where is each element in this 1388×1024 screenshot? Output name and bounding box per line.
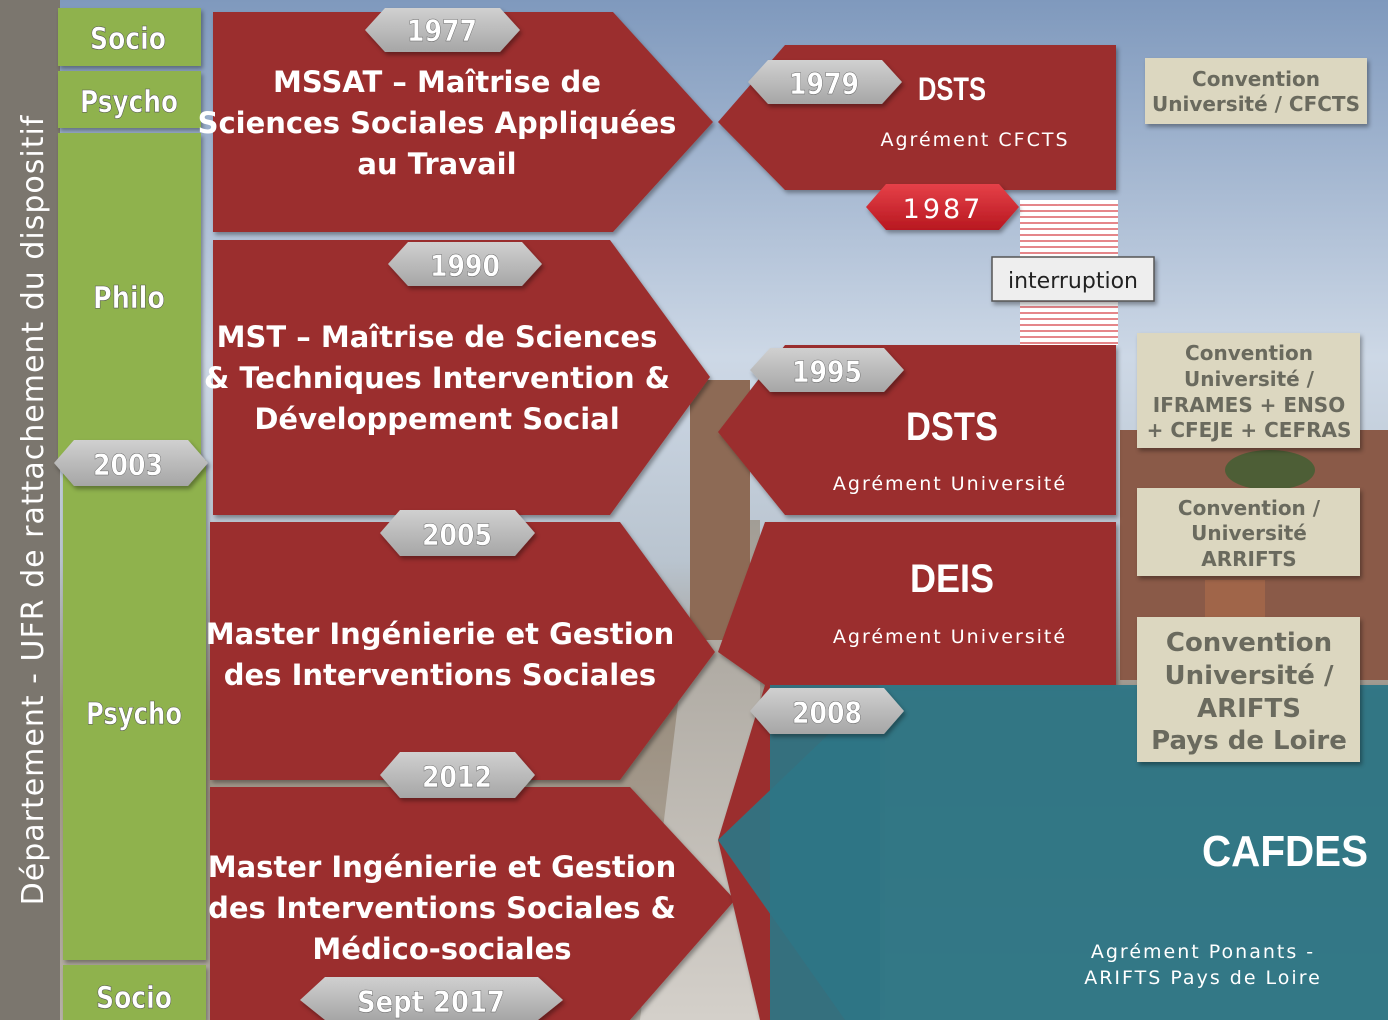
dsts1-agrement: Agrément CFCTS bbox=[881, 129, 1070, 151]
convention-arifts-pdl bbox=[1137, 617, 1360, 762]
dsts2-agrement: Agrément Université bbox=[833, 473, 1067, 495]
block-mst bbox=[213, 240, 710, 515]
department-column bbox=[58, 8, 206, 1020]
dept-socio-top-label: Socio bbox=[90, 22, 166, 57]
interruption-box bbox=[991, 256, 1155, 302]
block-deis bbox=[718, 522, 1116, 685]
mssat-line-1: MSSAT – Maîtrise de bbox=[273, 65, 601, 99]
conv3-line-3: ARRIFTS bbox=[1201, 547, 1296, 571]
block-migis bbox=[210, 522, 715, 780]
tag-1979 bbox=[748, 60, 902, 104]
cafdes-agrement-2: ARIFTS Pays de Loire bbox=[1084, 967, 1322, 989]
block-mssat bbox=[213, 12, 713, 232]
tag-1995 bbox=[750, 348, 904, 392]
migisms-line-3: Médico-sociales bbox=[312, 932, 571, 966]
year-1990: 1990 bbox=[430, 249, 500, 283]
year-2008: 2008 bbox=[792, 696, 862, 730]
conv4-line-4: Pays de Loire bbox=[1151, 726, 1347, 756]
tag-1987 bbox=[866, 184, 1019, 230]
deis-name: DEIS bbox=[910, 557, 994, 601]
year-1995: 1995 bbox=[792, 355, 862, 389]
dept-philo bbox=[58, 133, 201, 460]
deis-agrement: Agrément Université bbox=[833, 626, 1067, 648]
dept-philo-label: Philo bbox=[93, 281, 165, 316]
dsts1-name: DSTS bbox=[918, 71, 986, 107]
conv2-line-2: Université / bbox=[1184, 367, 1315, 391]
side-title: Département - UFR de rattachement du dis… bbox=[16, 114, 51, 905]
dsts2-name: DSTS bbox=[906, 405, 998, 449]
year-1977: 1977 bbox=[407, 14, 477, 48]
year-2005: 2005 bbox=[422, 518, 492, 552]
convention-iframes bbox=[1137, 333, 1360, 448]
mst-line-3: Développement Social bbox=[254, 402, 619, 436]
year-2017: Sept 2017 bbox=[357, 985, 505, 1019]
mst-line-2: & Techniques Intervention & bbox=[204, 361, 670, 395]
migis-line-1: Master Ingénierie et Gestion bbox=[206, 617, 674, 651]
migis-line-2: des Interventions Sociales bbox=[224, 658, 656, 692]
mssat-line-3: au Travail bbox=[357, 147, 516, 181]
year-1987: 1987 bbox=[903, 194, 984, 225]
mssat-line-2: Sciences Sociales Appliquées bbox=[198, 106, 677, 140]
mst-line-1: MST – Maîtrise de Sciences bbox=[217, 320, 658, 354]
conv4-line-2: Université / bbox=[1165, 661, 1334, 691]
dept-psycho-top bbox=[58, 71, 201, 128]
conv2-line-3: IFRAMES + ENSO bbox=[1153, 393, 1345, 417]
block-migisms bbox=[210, 787, 735, 1020]
tag-2012 bbox=[380, 752, 535, 798]
tag-2005 bbox=[380, 510, 535, 556]
migisms-line-2: des Interventions Sociales & bbox=[208, 891, 676, 925]
year-2003: 2003 bbox=[93, 448, 163, 482]
conv4-line-1: Convention bbox=[1166, 628, 1332, 658]
dept-psycho-mid-label: Psycho bbox=[86, 697, 182, 732]
tag-2008 bbox=[750, 688, 904, 734]
conv2-line-4: + CFEJE + CEFRAS bbox=[1147, 418, 1352, 442]
cafdes-name: CAFDES bbox=[1202, 827, 1368, 876]
year-1979: 1979 bbox=[789, 67, 859, 101]
convention-cfcts bbox=[1145, 58, 1367, 124]
dept-socio-bottom bbox=[63, 965, 206, 1020]
dept-socio-bottom-label: Socio bbox=[96, 981, 172, 1016]
conv3-line-1: Convention / bbox=[1178, 496, 1321, 520]
dept-psycho-mid bbox=[63, 460, 206, 960]
conv3-line-2: Université bbox=[1191, 521, 1307, 545]
migisms-line-1: Master Ingénierie et Gestion bbox=[208, 850, 676, 884]
year-2012: 2012 bbox=[422, 760, 492, 794]
interruption-label: interruption bbox=[1008, 269, 1138, 294]
tag-1990 bbox=[388, 242, 542, 286]
tag-2003 bbox=[54, 440, 208, 486]
cafdes-agrement-1: Agrément Ponants - bbox=[1091, 941, 1315, 963]
tag-2017 bbox=[300, 977, 563, 1020]
cafdes-notch bbox=[718, 685, 880, 1020]
convention-arrifts bbox=[1137, 488, 1360, 576]
tag-1977 bbox=[365, 8, 520, 52]
conv1-line-1: Convention bbox=[1192, 67, 1320, 91]
dept-psycho-top-label: Psycho bbox=[80, 85, 178, 120]
dept-socio-top bbox=[58, 8, 201, 66]
conv1-line-2: Université / CFCTS bbox=[1152, 92, 1360, 116]
conv2-line-1: Convention bbox=[1185, 341, 1313, 365]
conv4-line-3: ARIFTS bbox=[1197, 694, 1301, 724]
